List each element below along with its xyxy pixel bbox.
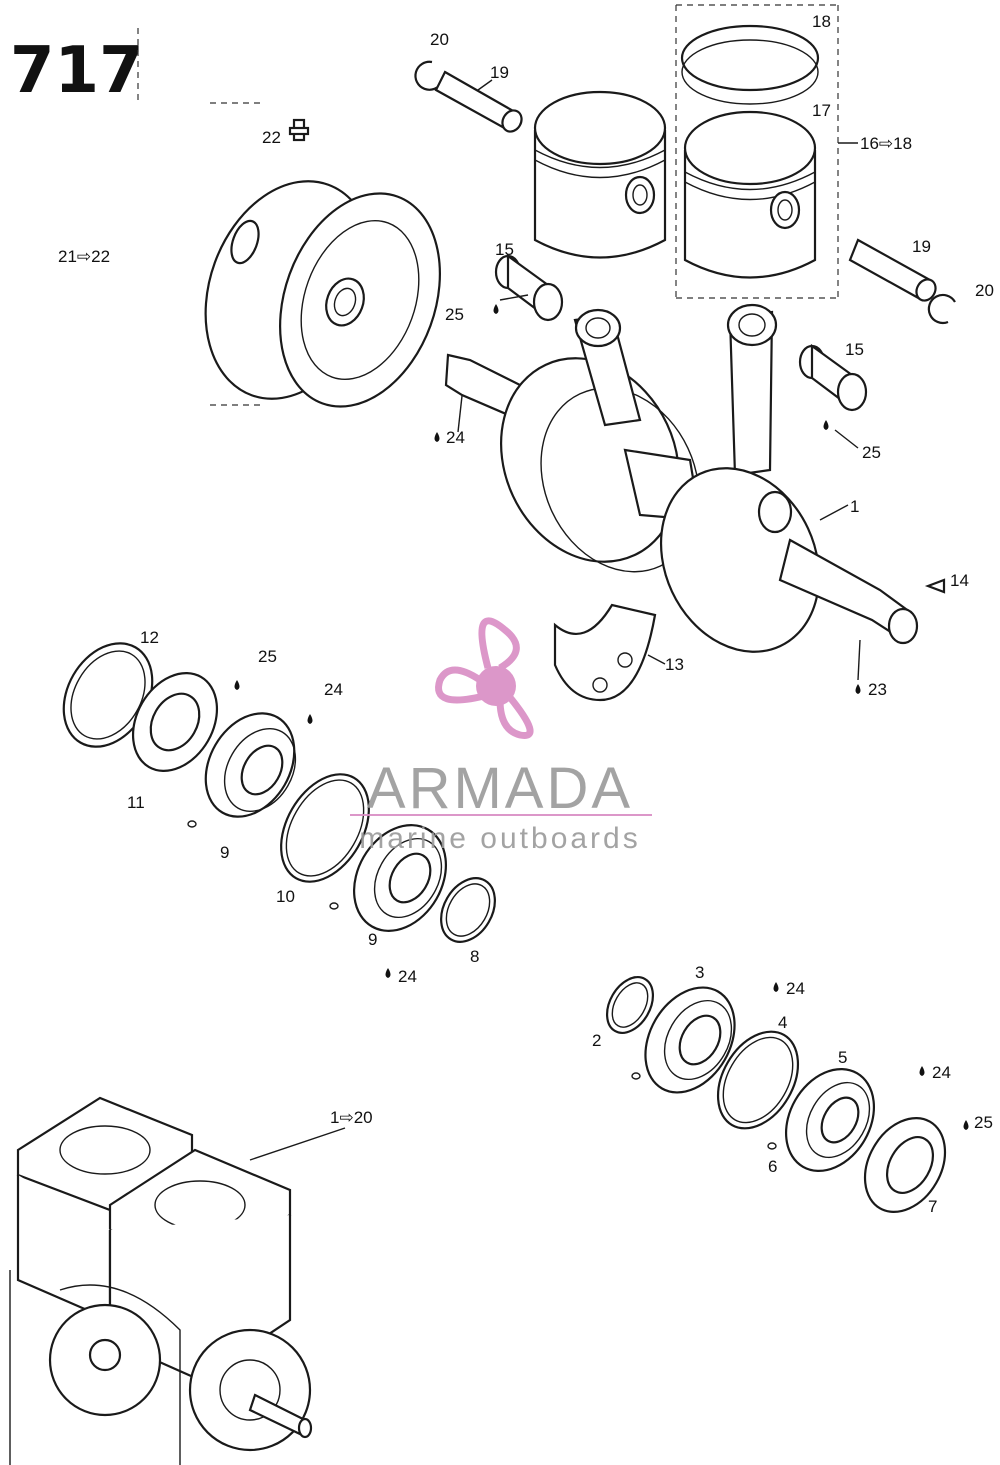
callout-20-upper: 20: [430, 30, 449, 49]
dowel-pin-icon-3: [631, 1072, 641, 1080]
dowel-pin-icon: [187, 820, 197, 828]
piston-pin-upper: [434, 70, 523, 133]
callout-24-right-a: 24: [786, 979, 805, 998]
spacer-2: [605, 976, 655, 1034]
propeller-logo-icon: [435, 617, 534, 739]
callout-9-upper: 9: [220, 843, 229, 862]
callout-5: 5: [838, 1048, 847, 1067]
callout-22: 22: [262, 128, 281, 147]
callout-11: 11: [127, 793, 145, 812]
piston-left: [533, 90, 667, 259]
o-ring-4: [716, 1030, 800, 1130]
callout-15-left: 15: [495, 240, 514, 259]
callout-20-right: 20: [975, 281, 994, 300]
piston-pin-right: [848, 238, 937, 302]
crankshaft-assembly: [444, 303, 919, 653]
callout-10: 10: [276, 887, 295, 906]
watermark-brand: ARMADA: [367, 756, 633, 821]
callout-15-right: 15: [845, 340, 864, 359]
thrust-ring-13: [553, 603, 657, 702]
callout-25-upper: 25: [445, 305, 464, 324]
callout-14: 14: [950, 571, 969, 590]
callout-19-upper: 19: [490, 63, 509, 82]
leader-lines: [249, 79, 861, 1161]
ball-bearing-9-upper: [204, 712, 297, 818]
armada-watermark: ARMADA marine outboards: [350, 617, 652, 855]
callout-2: 2: [592, 1031, 601, 1050]
needle-bearing-left: [494, 253, 564, 322]
grease-drop-icon: [234, 304, 969, 1130]
oil-seal-11: [131, 672, 219, 772]
dowel-pin-icon-2: [329, 902, 339, 910]
o-ring-10: [280, 773, 370, 883]
needle-bearing-right: [798, 343, 868, 412]
callout-1: 1: [850, 497, 859, 516]
callout-9-lower: 9: [368, 930, 377, 949]
woodruff-key-icon: [924, 578, 946, 594]
ball-bearing-5: [784, 1068, 876, 1172]
circlip-right-icon: [927, 293, 956, 325]
callout-range-1-20: 1⇨20: [330, 1108, 373, 1127]
callout-range-21-22: 21⇨22: [58, 247, 110, 266]
spacer-8: [440, 877, 496, 943]
callout-25-far-right: 25: [974, 1113, 993, 1132]
dowel-pin-icon-4: [767, 1142, 777, 1150]
piston-ring-18: [680, 24, 820, 92]
callout-12: 12: [140, 628, 159, 647]
flywheel-assembly: [204, 102, 441, 408]
ball-bearing-9-lower: [352, 824, 448, 932]
callout-23: 23: [868, 680, 887, 699]
callout-25-left: 25: [258, 647, 277, 666]
engine-block-illustration: [9, 1096, 313, 1465]
callout-19-right: 19: [912, 237, 931, 256]
callout-24-crank: 24: [446, 428, 465, 447]
callout-25-right: 25: [862, 443, 881, 462]
callout-4: 4: [778, 1013, 787, 1032]
callout-8: 8: [470, 947, 479, 966]
callout-24-lower: 24: [398, 967, 417, 986]
callout-range-16-18: 16⇨18: [860, 134, 912, 153]
watermark-tagline: marine outboards: [359, 822, 640, 855]
callout-18: 18: [812, 12, 831, 31]
flywheel-stud-icon: [288, 118, 310, 142]
callout-6: 6: [768, 1157, 777, 1176]
callout-24-right-b: 24: [932, 1063, 951, 1082]
callout-24-left: 24: [324, 680, 343, 699]
callout-3: 3: [695, 963, 704, 982]
piston-ring-group: [675, 4, 839, 299]
oil-seal-7: [863, 1117, 947, 1213]
ball-bearing-3: [644, 986, 736, 1094]
callout-7: 7: [928, 1197, 937, 1216]
model-number: 717: [10, 34, 144, 108]
callout-17: 17: [812, 101, 831, 120]
callout-13: 13: [665, 655, 684, 674]
